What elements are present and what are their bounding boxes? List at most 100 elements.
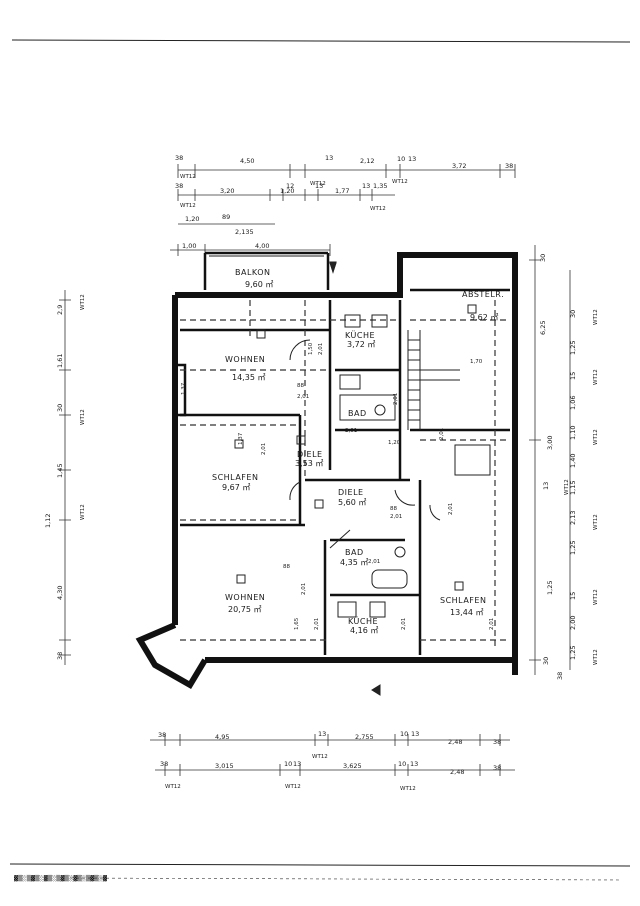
svg-text:10: 10 (400, 730, 408, 738)
room-wohnen-bottom-name: WOHNEN (225, 593, 265, 602)
svg-text:88: 88 (390, 506, 397, 512)
svg-text:4,95: 4,95 (215, 733, 229, 741)
room-diele-mid-area: 5,60 ㎡ (338, 498, 366, 507)
svg-text:3,20: 3,20 (220, 187, 234, 195)
room-schlafen-top-area: 9,67 ㎡ (222, 483, 250, 492)
svg-text:2,01: 2,01 (297, 394, 309, 400)
svg-text:88: 88 (283, 564, 290, 570)
inner-walls (180, 288, 510, 655)
svg-text:3,72: 3,72 (452, 162, 466, 170)
svg-text:15: 15 (569, 372, 577, 380)
svg-text:WT12: WT12 (593, 369, 599, 385)
svg-text:WT12: WT12 (180, 203, 196, 209)
svg-text:2,00: 2,00 (569, 616, 577, 630)
svg-text:WT12: WT12 (80, 409, 86, 425)
svg-text:38: 38 (493, 764, 501, 772)
svg-text:1,10: 1,10 (569, 426, 577, 440)
svg-text:1,37: 1,37 (238, 432, 244, 445)
svg-text:38: 38 (56, 652, 64, 660)
room-abstellr-area: 9,62 ㎡ (470, 313, 498, 322)
svg-text:1,37: 1,37 (181, 382, 187, 395)
sanitary-fixtures (337, 314, 491, 618)
top-border-line (11, 39, 631, 43)
svg-text:2,01: 2,01 (345, 428, 357, 434)
svg-text:2,01: 2,01 (301, 583, 307, 595)
svg-text:1,25: 1,25 (546, 581, 554, 595)
svg-text:WT12: WT12 (80, 504, 86, 520)
svg-text:10: 10 (398, 760, 406, 768)
svg-text:38: 38 (493, 738, 501, 746)
svg-text:2,01: 2,01 (368, 559, 380, 565)
svg-text:1,65: 1,65 (294, 617, 300, 630)
section-arrow-bottom (371, 684, 381, 696)
svg-text:2,01: 2,01 (318, 343, 324, 355)
svg-text:2,01: 2,01 (393, 393, 399, 405)
room-schlafen-bottom-name: SCHLAFEN (440, 596, 486, 605)
room-schlafen-top-name: SCHLAFEN (212, 473, 258, 482)
svg-text:88: 88 (297, 383, 304, 389)
svg-text:38: 38 (175, 182, 183, 190)
svg-text:30: 30 (539, 254, 547, 262)
svg-text:13: 13 (293, 760, 301, 768)
bottom-dimensions: 38 4,95 13 2,755 10 13 2,48 38 WT12 38 3… (150, 730, 515, 792)
svg-text:2,48: 2,48 (448, 738, 462, 746)
svg-text:WT12: WT12 (165, 784, 181, 790)
svg-text:1,45: 1,45 (56, 464, 64, 478)
svg-text:10: 10 (284, 760, 292, 768)
svg-text:1,06: 1,06 (569, 396, 577, 410)
svg-text:13: 13 (325, 154, 333, 162)
svg-text:1,12: 1,12 (44, 514, 52, 528)
svg-text:38: 38 (556, 672, 564, 680)
stairs (407, 330, 460, 430)
room-diele-top-name: DIELE (297, 450, 323, 459)
svg-text:13: 13 (408, 155, 416, 163)
svg-text:1,40: 1,40 (569, 454, 577, 468)
svg-text:4,50: 4,50 (240, 157, 254, 165)
svg-text:3,015: 3,015 (215, 762, 234, 770)
svg-text:13: 13 (362, 182, 370, 190)
svg-text:30: 30 (56, 404, 64, 412)
svg-text:89: 89 (222, 213, 230, 221)
svg-text:1,25: 1,25 (569, 646, 577, 660)
room-bad-bottom-name: BAD (345, 548, 364, 557)
svg-text:4,30: 4,30 (56, 586, 64, 600)
svg-text:2,13: 2,13 (569, 511, 577, 525)
svg-text:WT12: WT12 (564, 479, 570, 495)
svg-text:38: 38 (160, 760, 168, 768)
svg-text:1,50: 1,50 (308, 342, 314, 355)
door-swings (289, 339, 441, 549)
svg-text:WT12: WT12 (593, 514, 599, 530)
left-dimensions: 2,9 WT12 1,61 30 WT12 1,45 1,12 WT12 4,3… (44, 290, 86, 665)
svg-text:2,9: 2,9 (56, 305, 64, 315)
svg-text:13: 13 (315, 182, 323, 190)
svg-text:2,01: 2,01 (314, 618, 320, 630)
svg-text:WT12: WT12 (392, 179, 408, 185)
svg-text:12: 12 (286, 182, 294, 190)
room-kueche-bottom-area: 4,16 ㎡ (350, 626, 378, 635)
svg-text:2,01: 2,01 (489, 618, 495, 630)
svg-text:2,01: 2,01 (390, 514, 402, 520)
svg-text:2,755: 2,755 (355, 733, 374, 741)
svg-text:13: 13 (411, 730, 419, 738)
svg-text:13: 13 (318, 730, 326, 738)
svg-text:30: 30 (569, 310, 577, 318)
room-diele-mid-name: DIELE (338, 488, 364, 497)
bottom-dash-line (69, 877, 621, 881)
svg-text:1,25: 1,25 (569, 541, 577, 555)
room-markers (234, 304, 477, 591)
svg-text:3,625: 3,625 (343, 762, 362, 770)
svg-text:2,01: 2,01 (401, 618, 407, 630)
svg-text:38: 38 (175, 154, 183, 162)
room-wohnen-bottom-area: 20,75 ㎡ (228, 605, 261, 614)
svg-text:WT12: WT12 (310, 181, 326, 187)
svg-text:1,00: 1,00 (182, 242, 196, 250)
svg-text:9,60 ㎡: 9,60 ㎡ (245, 280, 273, 289)
svg-text:WT12: WT12 (180, 174, 196, 180)
room-kueche-top-name: KÜCHE (345, 330, 375, 340)
outer-walls (135, 252, 518, 690)
section-arrow-top (329, 262, 337, 274)
room-bad-bottom-area: 4,35 ㎡ (340, 558, 368, 567)
svg-text:2,48: 2,48 (450, 768, 464, 776)
room-kueche-bottom-name: KÜCHE (348, 616, 378, 626)
